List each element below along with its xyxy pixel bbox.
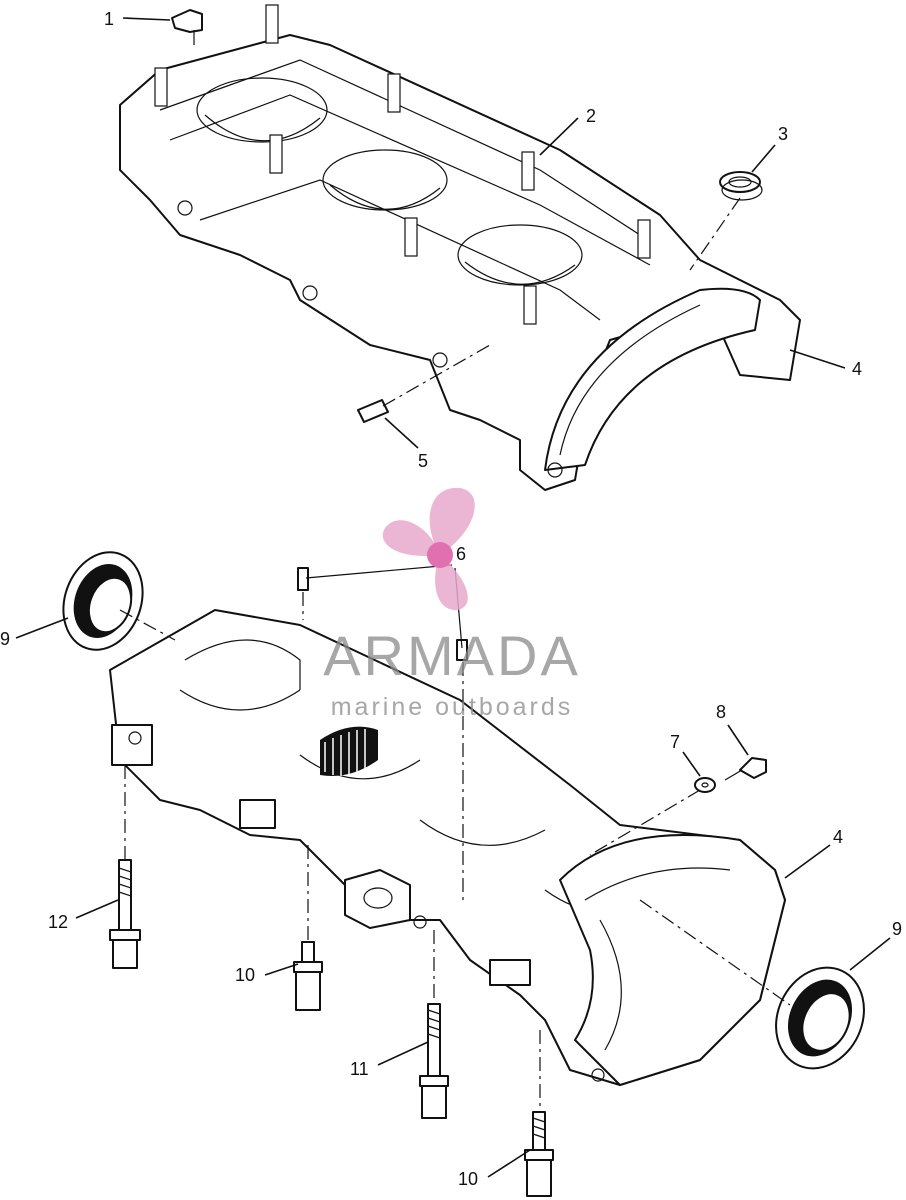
needle-bearing [320, 726, 378, 776]
bolt-part-11 [419, 1003, 449, 1119]
callout-5: 5 [418, 451, 428, 471]
bolt-part-10a [293, 941, 323, 1011]
propeller-icon [382, 487, 475, 611]
bolt-part-8 [724, 757, 767, 781]
bolt-part-10b [524, 1111, 554, 1197]
callout-6: 6 [456, 544, 466, 564]
callout-7: 7 [670, 732, 680, 752]
callout-9-left: 9 [0, 629, 10, 649]
callout-11: 11 [350, 1059, 369, 1079]
callout-2: 2 [586, 106, 596, 126]
callout-3: 3 [778, 124, 788, 144]
oil-seal-right-part-9 [775, 966, 865, 1070]
dowel-pin-part-6a [297, 567, 309, 591]
bolt-part-12 [109, 859, 141, 969]
armada-watermark: ARMADA marine outboards [323, 487, 581, 721]
callout-4-lower: 4 [833, 827, 843, 847]
callout-9-right: 9 [892, 919, 902, 939]
watermark-subtitle: marine outboards [331, 693, 574, 721]
upper-crankcase [119, 4, 801, 491]
callouts: 1 2 3 4 5 6 7 8 4 9 9 10 11 10 12 [0, 9, 902, 1189]
washer-part-7 [694, 777, 716, 793]
callout-10-b: 10 [458, 1169, 478, 1189]
oil-seal-left-part-9 [62, 551, 144, 651]
callout-1: 1 [104, 9, 114, 29]
callout-12: 12 [48, 912, 68, 932]
callout-4-upper: 4 [852, 359, 862, 379]
watermark-title: ARMADA [323, 624, 581, 687]
fitting-part-1 [171, 9, 203, 45]
callout-10-a: 10 [235, 965, 255, 985]
lower-crankcase [109, 609, 786, 1086]
callout-8: 8 [716, 702, 726, 722]
dowel-pin-part-6b [456, 639, 468, 661]
o-ring-part-3 [719, 171, 763, 201]
dowel-pin-part-5 [357, 399, 389, 423]
